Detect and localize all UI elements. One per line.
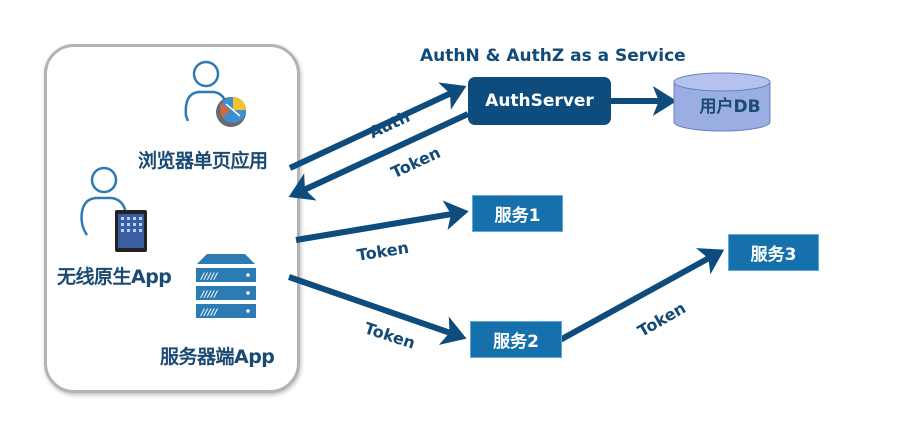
auth-server-node: AuthServer [468, 77, 611, 125]
browser-globe-icon [216, 97, 246, 127]
server-app-label: 服务器端App [160, 346, 275, 368]
server-icon: ///// ///// ///// [196, 254, 256, 318]
svg-text://///: ///// [200, 290, 218, 300]
auth-arrow [288, 82, 467, 171]
database-icon [673, 72, 771, 132]
token-service1-arrow [295, 200, 469, 243]
native-app-label: 无线原生App [57, 266, 172, 288]
service1-node: 服务1 [472, 195, 563, 232]
svg-text://///: ///// [200, 308, 218, 318]
tablet-icon [115, 210, 147, 252]
service2-node: 服务2 [470, 321, 562, 358]
client-apps-container [44, 44, 300, 393]
browser-spa-label: 浏览器单页应用 [138, 150, 268, 172]
svg-text://///: ///// [200, 272, 218, 282]
token-service2-arrow [288, 274, 467, 345]
token-service3-arrow [558, 248, 725, 343]
user-db-label: 用户DB [699, 97, 761, 117]
token-return-arrow [288, 111, 470, 201]
diagram-title: AuthN & AuthZ as a Service [420, 46, 686, 66]
service3-node: 服务3 [728, 234, 819, 271]
native-user-icon [80, 166, 128, 236]
